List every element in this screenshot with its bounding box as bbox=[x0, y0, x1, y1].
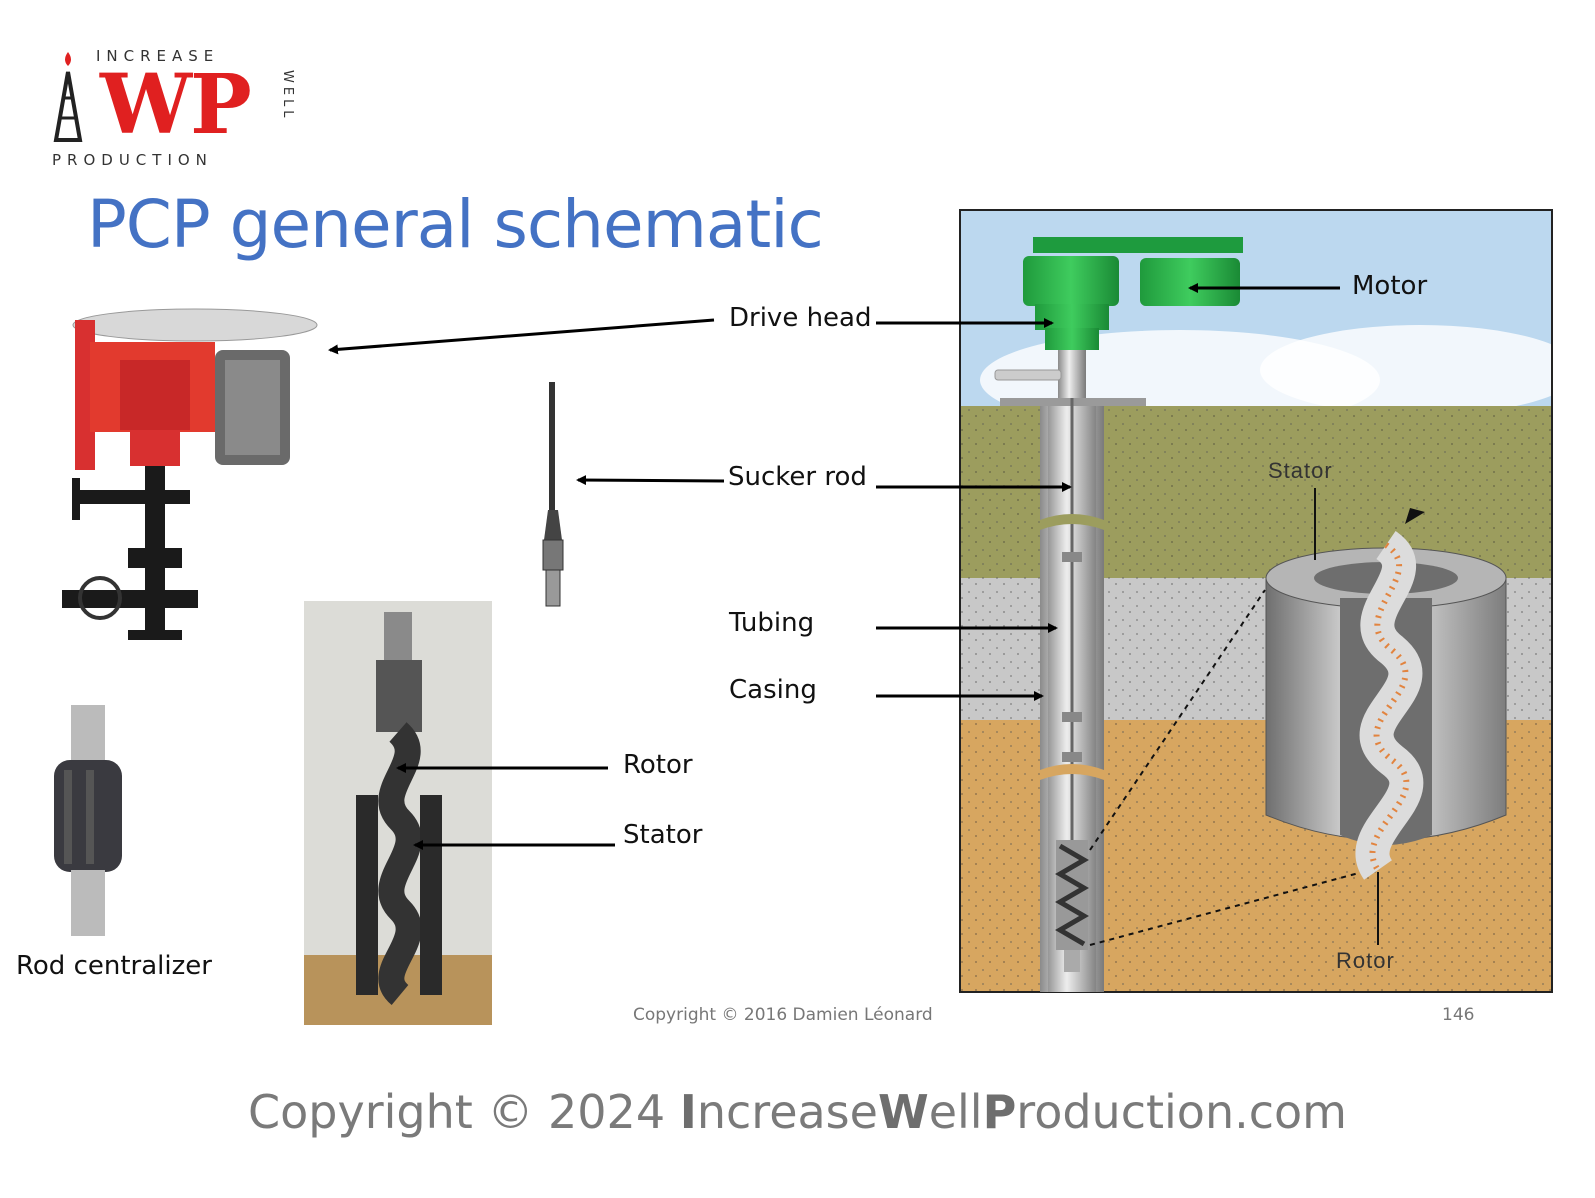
footer-i: I bbox=[679, 1085, 697, 1139]
diagram-label-stator: Stator bbox=[1268, 458, 1333, 483]
footer-p: P bbox=[982, 1085, 1017, 1139]
pcp-well-diagram bbox=[959, 209, 1580, 993]
label-stator: Stator bbox=[623, 820, 703, 850]
label-tubing: Tubing bbox=[729, 608, 815, 638]
logo-monogram: WP bbox=[100, 57, 252, 153]
label-drive-head: Drive head bbox=[729, 303, 872, 333]
diagram-label-rotor: Rotor bbox=[1336, 948, 1395, 973]
label-sucker-rod: Sucker rod bbox=[728, 462, 867, 492]
footer-roduction: roduction.com bbox=[1016, 1085, 1347, 1139]
slide-copyright: Copyright © 2016 Damien Léonard bbox=[633, 1005, 933, 1025]
slide-number: 146 bbox=[1442, 1005, 1475, 1025]
logo-side-text: WELL bbox=[280, 70, 295, 122]
logo-derrick-icon bbox=[53, 52, 83, 142]
label-motor: Motor bbox=[1352, 271, 1428, 301]
label-rotor: Rotor bbox=[623, 750, 693, 780]
footer-prefix: Copyright © 2024 bbox=[248, 1085, 680, 1139]
footer-w: W bbox=[877, 1085, 929, 1139]
drive-head-photo bbox=[62, 308, 318, 640]
footer-ncrease: ncrease bbox=[696, 1085, 878, 1139]
sucker-rod-photo bbox=[542, 382, 564, 607]
callout-arrows bbox=[328, 283, 1340, 850]
page-title: PCP general schematic bbox=[87, 186, 824, 263]
rod-centralizer-photo bbox=[54, 705, 122, 936]
footer-copyright: Copyright © 2024 IncreaseWellProduction.… bbox=[0, 1085, 1595, 1139]
footer-ell: ell bbox=[928, 1085, 983, 1139]
label-casing: Casing bbox=[729, 675, 817, 705]
label-rod-centralizer: Rod centralizer bbox=[16, 951, 212, 981]
logo-bottom-text: PRODUCTION bbox=[52, 151, 213, 169]
rotor-stator-photo bbox=[304, 601, 492, 1025]
logo-top-text: INCREASE bbox=[96, 47, 220, 65]
